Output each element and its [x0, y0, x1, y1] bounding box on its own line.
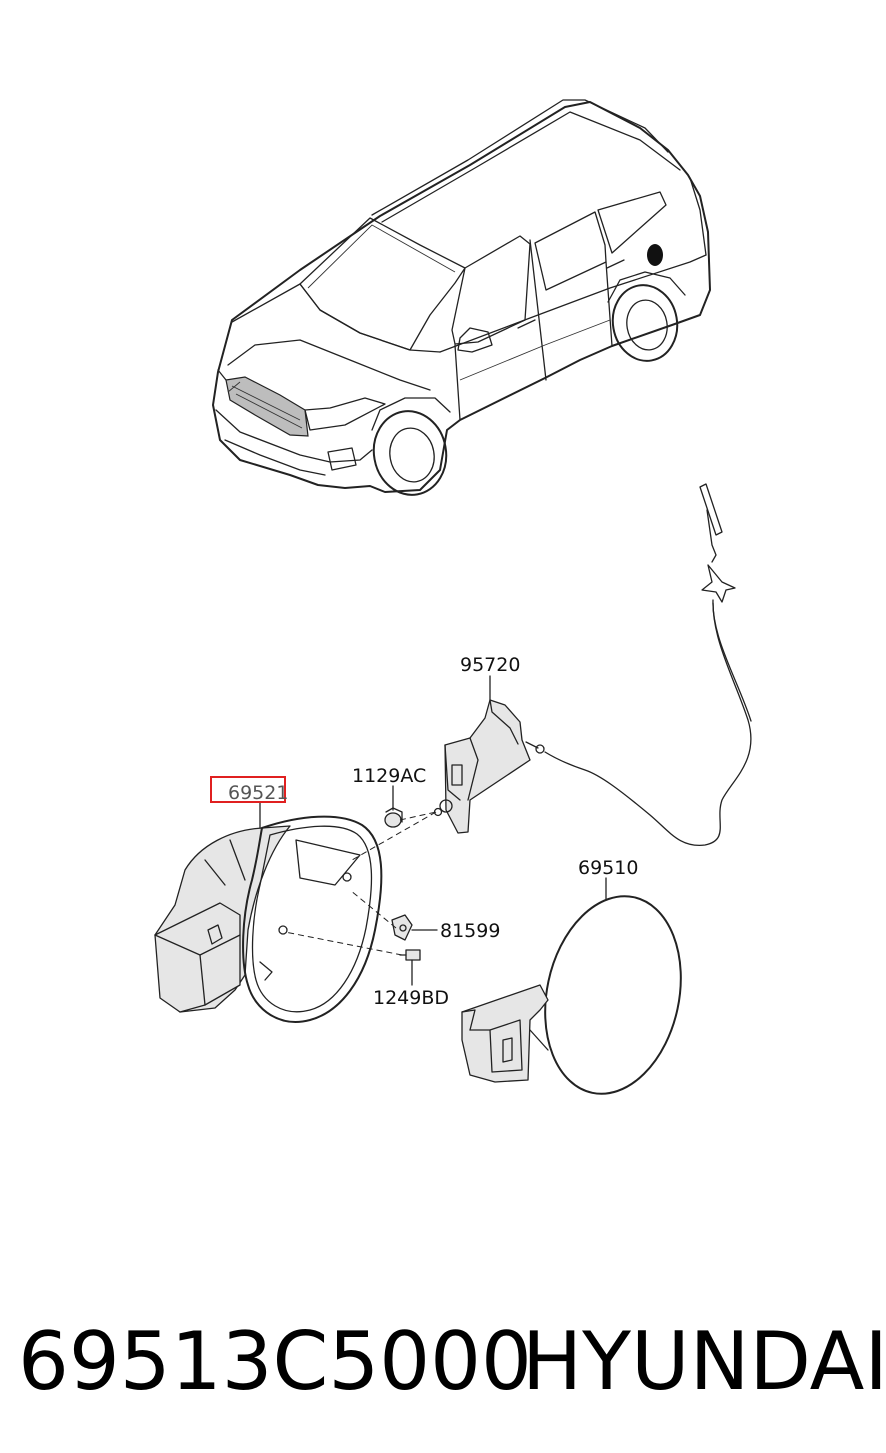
callout-1129ac[interactable]: 1129AC — [352, 765, 426, 787]
caption: 69513C5000 HYUNDAI — [0, 1292, 886, 1432]
callout-1249bd[interactable]: 1249BD — [373, 987, 449, 1009]
vehicle-illustration — [212, 99, 711, 496]
filler-housing — [154, 815, 383, 1023]
bolt-1129ac — [384, 807, 403, 828]
callout-81599[interactable]: 81599 — [440, 920, 500, 942]
clip-81599 — [391, 914, 413, 941]
fuel-door-actuator — [433, 699, 531, 834]
part-number: 69513C5000 — [18, 1315, 532, 1408]
fuel-door — [461, 895, 682, 1095]
callout-69510[interactable]: 69510 — [578, 857, 638, 879]
assembly-line-screw — [284, 931, 403, 956]
callout-69521[interactable]: 69521 — [228, 782, 288, 804]
callout-69521-highlight — [210, 776, 286, 803]
release-cable — [525, 483, 752, 846]
brand-name: HYUNDAI — [522, 1315, 886, 1408]
callout-95720[interactable]: 95720 — [460, 654, 520, 676]
assembly-line-bolt — [399, 811, 437, 821]
assembly-line-clip — [349, 889, 397, 929]
assembly-line-actuator — [351, 811, 437, 861]
screw-1249bd — [399, 949, 421, 961]
